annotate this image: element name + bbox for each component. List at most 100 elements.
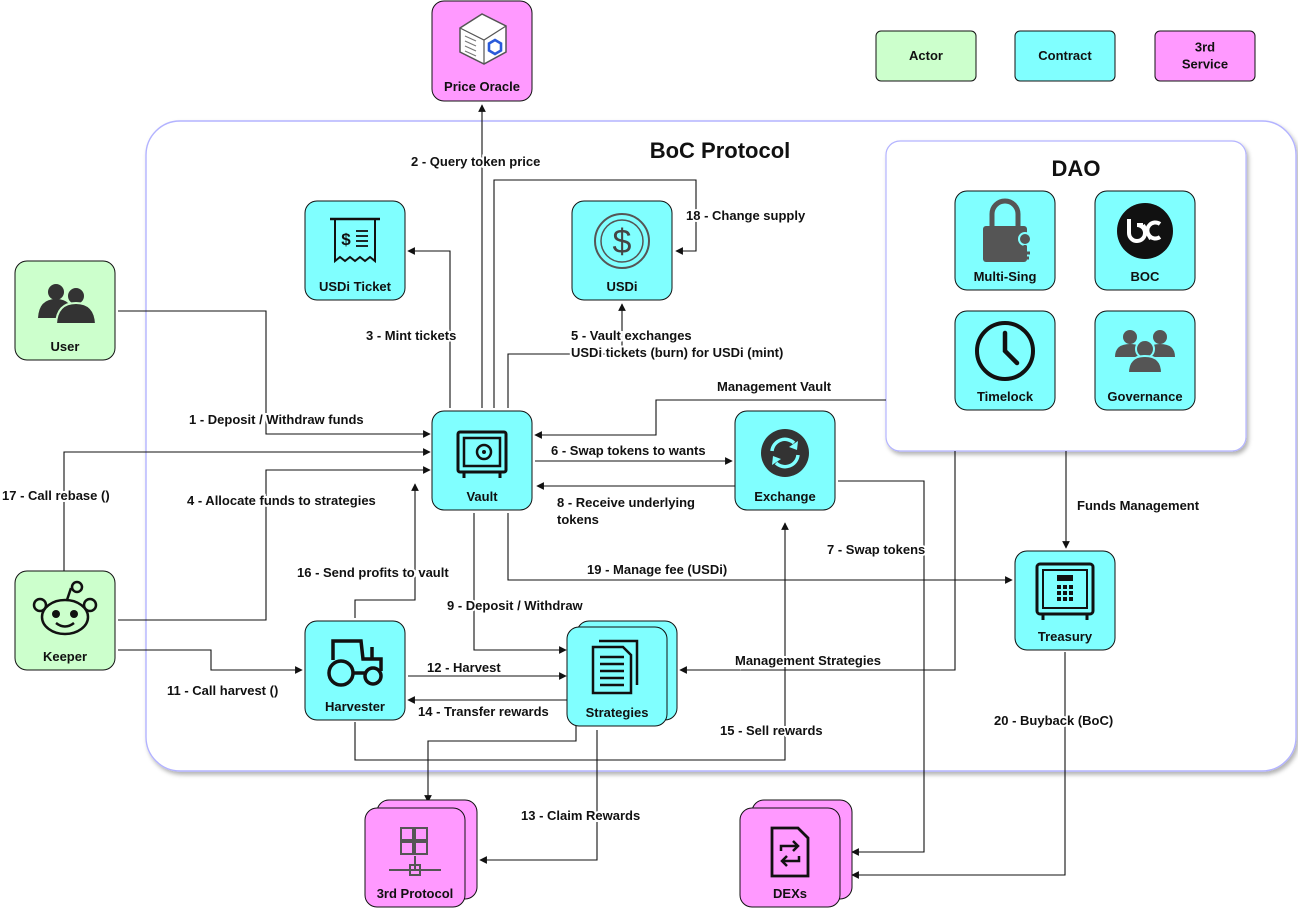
edge-label-e7: 7 - Swap tokens [827,542,925,557]
node-usdi[interactable]: $ USDi [571,200,673,301]
node-price-oracle[interactable]: Price Oracle [431,0,533,102]
dollar-coin-icon: $ [594,213,650,269]
node-exchange[interactable]: Exchange [734,410,836,511]
svg-text:$: $ [613,223,632,261]
edge-e4 [118,466,431,621]
node-label: Price Oracle [444,79,520,94]
edge-label-fm: Funds Management [1077,498,1200,513]
node-label: Treasury [1038,629,1093,644]
edge-e3 [407,247,451,408]
blocks-icon [389,827,441,876]
node-label: Strategies [586,705,649,720]
node-vault[interactable]: Vault [431,410,533,511]
vault-icon [1035,562,1095,620]
node-label: Harvester [325,699,385,714]
edge-label-e18: 18 - Change supply [686,208,806,223]
edge-e18 [493,179,697,408]
edge-label-e8: tokens [557,512,599,527]
edge-label-e13: 13 - Claim Rewards [521,808,640,823]
clock-icon [975,321,1035,381]
node-label: Governance [1107,389,1182,404]
users-icon [38,284,98,325]
node-user[interactable]: User [14,260,116,361]
node-third-protocol[interactable]: 3rd Protocol [364,799,478,908]
lock-icon [983,198,1032,262]
node-dexs[interactable]: DEXs [739,799,853,908]
edge-e11 [118,649,303,674]
node-label: DEXs [773,886,807,901]
legend-label: 3rd [1195,40,1215,55]
legend-label: Service [1182,57,1228,72]
node-treasury[interactable]: Treasury [1014,550,1116,651]
group-icon [1115,330,1175,374]
edge-label-e12: 12 - Harvest [427,660,501,675]
safe-icon [456,430,508,478]
edge-e20 [851,652,1066,879]
legend-actor: Actor [875,30,977,82]
protocol-title: BoC Protocol [650,138,791,163]
node-timelock[interactable]: Timelock [954,310,1056,411]
edge-e19 [507,513,1013,584]
node-label: Timelock [977,389,1034,404]
edge-label-e14: 14 - Transfer rewards [418,704,549,719]
edge-label-ms: Management Strategies [735,653,881,668]
edge-label-e20: 20 - Buyback (BoC) [994,713,1113,728]
node-multisig[interactable]: Multi-Sing [954,190,1056,291]
edge-label-mv: Management Vault [717,379,832,394]
edge-label-e5: USDi tickets (burn) for USDi (mint) [571,345,783,360]
edge-label-e9: 9 - Deposit / Withdraw [447,598,584,613]
node-label: BOC [1131,269,1161,284]
node-label: User [51,339,80,354]
edge-label-e5: 5 - Vault exchanges [571,328,692,343]
svg-text:$: $ [341,230,351,249]
node-strategies[interactable]: Strategies [566,620,678,727]
swap-icon [761,429,809,477]
edge-e16 [354,483,419,618]
node-label: Vault [466,489,498,504]
edge-e9 [473,513,567,654]
edge-e5 [507,303,626,408]
node-usdi-ticket[interactable]: $ USDi Ticket [304,200,406,301]
node-label: Keeper [43,649,87,664]
node-boc[interactable]: BOC [1094,190,1196,291]
robot-icon [32,580,98,636]
exchange-doc-icon [770,826,810,878]
edge-label-e17: 17 - Call rebase () [2,488,110,503]
legend-contract: Contract [1014,30,1116,82]
documents-icon [591,639,639,695]
legend-label: Contract [1038,48,1092,63]
chainlink-icon [459,13,507,65]
edge-label-e11: 11 - Call harvest () [167,683,278,698]
edge-label-e15: 15 - Sell rewards [720,723,823,738]
node-keeper[interactable]: Keeper [14,570,116,671]
edge-label-e16: 16 - Send profits to vault [297,565,449,580]
edge-e17 [63,448,431,578]
dao-title: DAO [1052,156,1101,181]
legend-label: Actor [909,48,943,63]
node-label: USDi [606,279,637,294]
edge-label-e1: 1 - Deposit / Withdraw funds [189,412,364,427]
node-harvester[interactable]: Harvester [304,620,406,721]
tractor-icon [327,639,383,687]
node-label: Exchange [754,489,815,504]
edge-label-e4: 4 - Allocate funds to strategies [187,493,376,508]
node-label: USDi Ticket [319,279,392,294]
boc-logo-icon [1117,203,1173,259]
receipt-icon: $ [330,217,380,264]
edge-label-e3: 3 - Mint tickets [366,328,456,343]
edge-label-e19: 19 - Manage fee (USDi) [587,562,727,577]
edge-e13 [479,730,598,864]
edge-label-e6: 6 - Swap tokens to wants [551,443,706,458]
edge-label-e2: 2 - Query token price [411,154,540,169]
node-label: Multi-Sing [974,269,1037,284]
edge-ms [679,451,956,674]
edge-e-3rd [424,726,577,803]
edge-label-e8: 8 - Receive underlying [557,495,695,510]
edge-mv [534,399,886,439]
edge-e1 [118,310,431,438]
edge-e15 [354,522,789,761]
node-governance[interactable]: Governance [1094,310,1196,411]
edge-e7 [838,480,925,856]
